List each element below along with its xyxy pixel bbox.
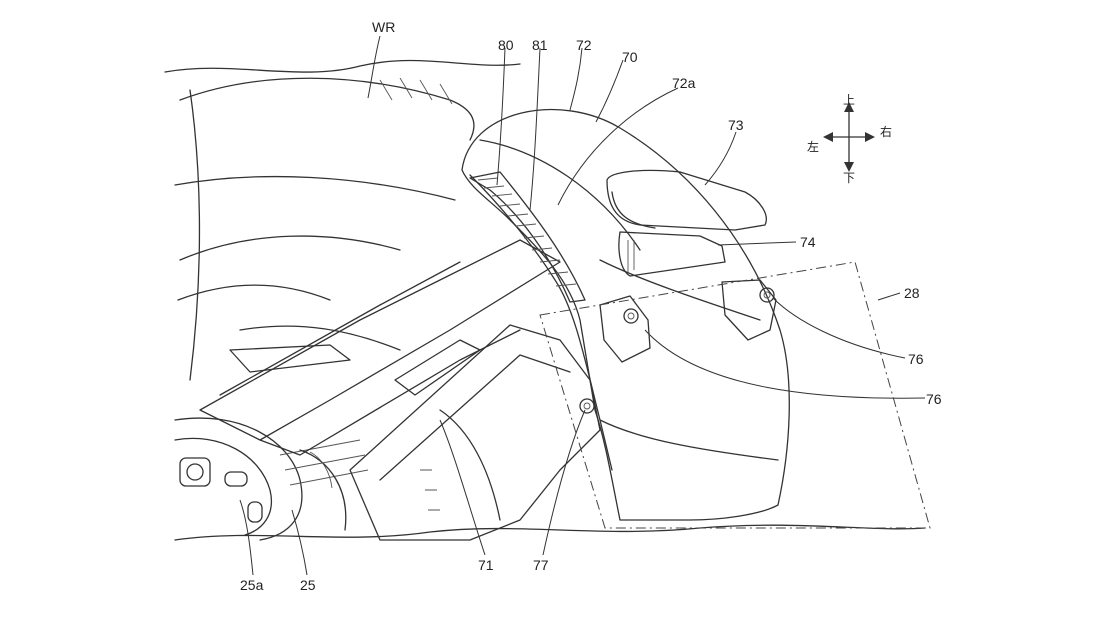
break-lines — [164, 59, 926, 541]
reflector-73 — [606, 169, 767, 231]
label-77: 77 — [533, 557, 549, 573]
direction-compass: 上 下 左 右 — [807, 93, 892, 185]
label-25: 25 — [300, 577, 316, 593]
label-81: 81 — [532, 37, 548, 53]
bracket-71 — [349, 324, 601, 541]
label-72a: 72a — [672, 75, 696, 91]
compass-left: 左 — [807, 139, 819, 154]
frame-member — [199, 239, 561, 456]
reflector-74 — [618, 231, 726, 277]
seal-80-81 — [469, 171, 586, 303]
mount-right-76 — [721, 279, 777, 341]
leader-lines — [239, 35, 926, 576]
label-25a: 25a — [240, 577, 264, 593]
left-arrowhead-icon — [823, 132, 833, 142]
compass-down: 下 — [843, 171, 855, 185]
compass-right: 右 — [880, 124, 892, 139]
up-arrowhead-icon — [844, 102, 854, 112]
label-28: 28 — [904, 285, 920, 301]
down-arrowhead-icon — [844, 162, 854, 172]
label-73: 73 — [728, 117, 744, 133]
label-80: 80 — [498, 37, 514, 53]
region-28-outline — [539, 261, 931, 529]
right-arrowhead-icon — [865, 132, 875, 142]
rear-wheel-wr — [174, 77, 475, 381]
label-72: 72 — [576, 37, 592, 53]
label-76-right: 76 — [908, 351, 924, 367]
label-71: 71 — [478, 557, 494, 573]
rear-fender-70 — [461, 108, 790, 521]
compass-up: 上 — [843, 93, 855, 107]
mount-left-76 — [599, 295, 651, 363]
label-74: 74 — [800, 234, 816, 250]
label-wr: WR — [372, 19, 395, 35]
label-76-left: 76 — [926, 391, 942, 407]
label-70: 70 — [622, 49, 638, 65]
sprocket-25 — [174, 417, 369, 541]
reference-labels: WR 80 81 72 70 72a 73 74 28 76 76 71 77 … — [240, 19, 942, 593]
